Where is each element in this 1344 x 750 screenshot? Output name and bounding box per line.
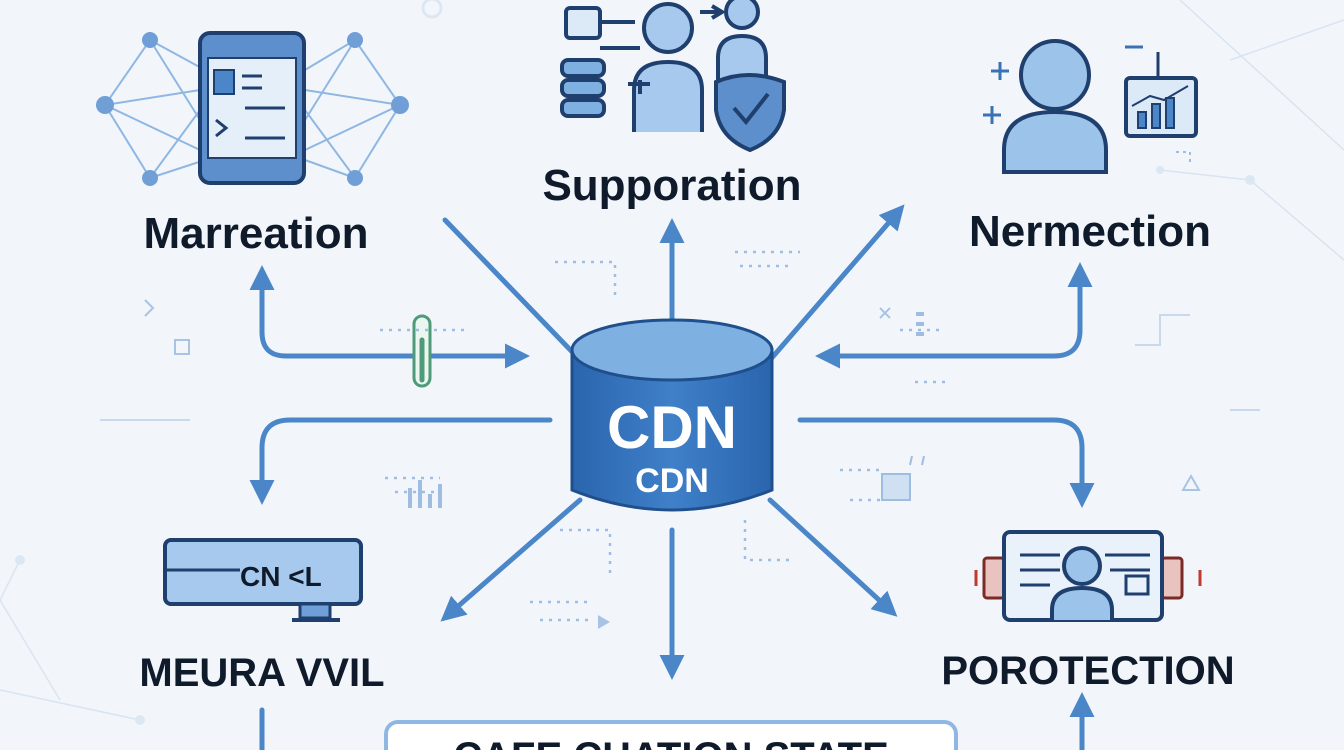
node-supporation[interactable]: Supporation <box>542 0 802 210</box>
arrow-to-lower-left <box>440 497 583 622</box>
node-porotection[interactable]: POROTECTION <box>941 530 1235 693</box>
footer-label: CAFE CHATION STATE <box>453 735 889 750</box>
node-supporation-label: Supporation <box>542 161 801 210</box>
node-marreation-label: Marreation <box>144 209 369 258</box>
connector-meura <box>249 417 553 505</box>
user-chart-icon <box>983 39 1198 174</box>
tablet-network-icon <box>96 31 409 186</box>
connector-porotection <box>797 417 1095 508</box>
node-meura-label: MEURA VVIL <box>139 651 384 695</box>
decor-dots <box>380 250 950 622</box>
background-nodes <box>15 0 1255 725</box>
monitor-screen-text: CN <L <box>240 561 322 592</box>
node-nermection-label: Nermection <box>969 207 1211 256</box>
connector-nermection <box>815 297 1083 369</box>
people-shield-icon <box>560 0 786 153</box>
arrow-to-upper-right <box>767 204 905 363</box>
node-nermection[interactable]: Nermection <box>969 39 1211 256</box>
node-marreation[interactable]: Marreation <box>96 31 409 258</box>
cdn-database[interactable]: CDN CDN <box>570 318 774 512</box>
background-glyphs <box>144 299 1201 491</box>
id-card-icon <box>974 530 1202 622</box>
connector-arrows <box>249 204 1095 750</box>
background-network <box>0 0 1344 721</box>
decor-bars <box>408 312 924 508</box>
arrow-to-lower-right <box>767 497 898 617</box>
node-meura[interactable]: CN <L MEURA VVIL <box>139 538 385 695</box>
footer-box[interactable]: CAFE CHATION STATE <box>384 720 958 750</box>
node-porotection-label: POROTECTION <box>941 649 1234 693</box>
cdn-title: CDN <box>607 394 737 461</box>
connector-marreation <box>259 277 530 369</box>
line-upper-left <box>442 217 583 363</box>
decor-chip <box>881 473 911 501</box>
monitor-cn-icon: CN <L <box>163 538 363 622</box>
cdn-subtitle: CDN <box>635 462 709 500</box>
